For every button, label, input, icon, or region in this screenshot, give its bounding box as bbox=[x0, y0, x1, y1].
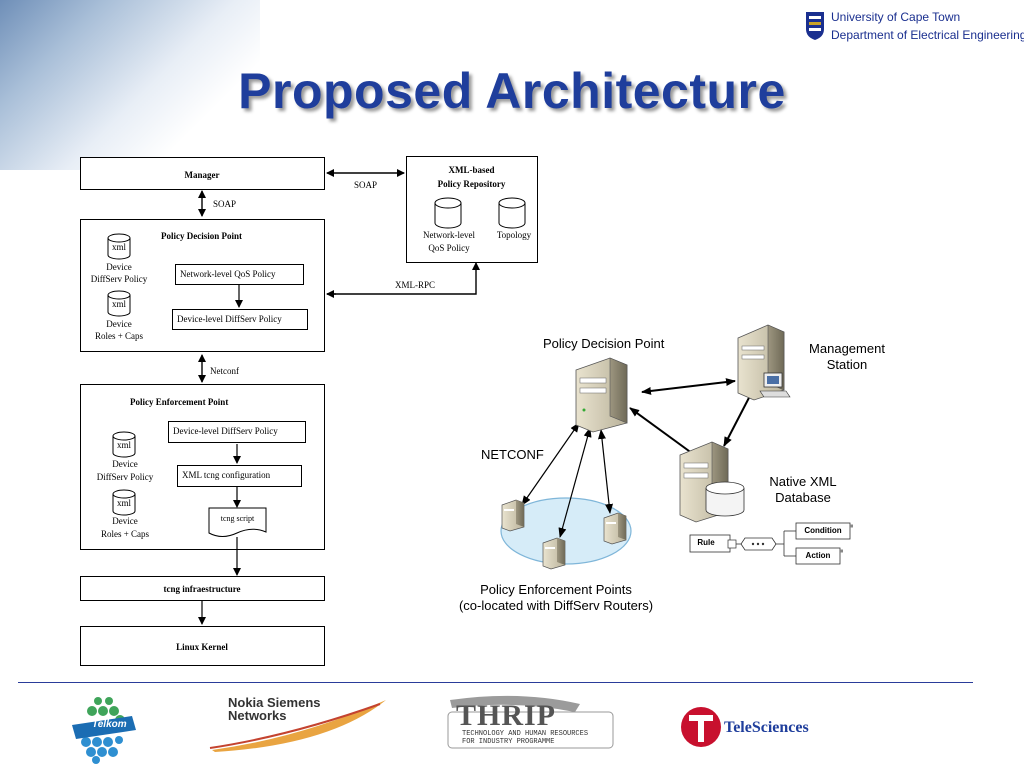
pdp-device-diffserv-box: Device-level DiffServ Policy bbox=[172, 309, 308, 330]
pep-db2-line2: Roles + Caps bbox=[100, 529, 150, 539]
nsn-line1: Nokia Siemens bbox=[228, 695, 321, 710]
repo-db2-label: Topology bbox=[496, 230, 532, 240]
pep-network-line1: Policy Enforcement Points bbox=[480, 582, 632, 597]
netconf-label: Netconf bbox=[210, 366, 239, 376]
schema-condition-label: Condition bbox=[804, 526, 842, 535]
pdp-db-roles-icon bbox=[107, 290, 131, 317]
thrip-logo-icon bbox=[447, 695, 614, 749]
nsn-line2: Networks bbox=[228, 708, 287, 723]
pep-db2-line1: Device bbox=[112, 516, 138, 526]
pdp-db2-line2: Roles + Caps bbox=[94, 331, 144, 341]
footer-divider bbox=[18, 682, 973, 683]
uct-crest-icon bbox=[806, 12, 824, 40]
pep-db1-line1: Device bbox=[112, 459, 138, 469]
pep-router-1-icon bbox=[501, 499, 525, 532]
tcng-script-label: tcng script bbox=[220, 514, 255, 523]
xml-db-line1: Native XML bbox=[769, 474, 837, 489]
page-title: Proposed Architecture bbox=[238, 63, 786, 119]
pdp-db2-tag: xml bbox=[111, 299, 126, 309]
tcng-script-doc-icon bbox=[208, 507, 267, 537]
manager-box: Manager bbox=[80, 157, 325, 190]
policy-repository-box: XML-based Policy Repository Network-leve… bbox=[406, 156, 538, 263]
pep-db-roles-icon bbox=[112, 489, 136, 516]
pep-title: Policy Enforcement Point bbox=[130, 397, 229, 407]
mgmt-station-line2: Station bbox=[826, 357, 868, 372]
corner-gradient bbox=[0, 0, 260, 170]
pdp-title: Policy Decision Point bbox=[161, 231, 242, 241]
soap-horizontal-label: SOAP bbox=[354, 180, 378, 190]
management-station-icon bbox=[737, 324, 791, 401]
pdp-server-icon bbox=[575, 357, 628, 433]
linux-kernel-label: Linux Kernel bbox=[176, 642, 228, 652]
soap-vertical-label: SOAP bbox=[213, 199, 237, 209]
pep-db2-tag: xml bbox=[116, 498, 131, 508]
mgmt-station-line1: Management bbox=[809, 341, 885, 356]
pep-box: Policy Enforcement Point xml Device Diff… bbox=[80, 384, 325, 550]
linux-kernel-box: Linux Kernel bbox=[80, 626, 325, 666]
thrip-wordmark: THRIP bbox=[456, 699, 557, 732]
telesciences-label: TeleSciences bbox=[724, 719, 809, 736]
pep-router-2-icon bbox=[542, 537, 566, 570]
telkom-label: Telkom bbox=[92, 719, 127, 730]
netconf-network-label: NETCONF bbox=[481, 447, 544, 462]
pdp-network-label: Policy Decision Point bbox=[543, 336, 665, 351]
tcng-infra-box: tcng infraestructure bbox=[80, 576, 325, 601]
pep-xml-tcng-box: XML tcng configuration bbox=[177, 465, 302, 487]
pdp-network-qos-box: Network-level QoS Policy bbox=[175, 264, 304, 285]
pep-device-diffserv-box: Device-level DiffServ Policy bbox=[168, 421, 306, 443]
policy-schema-icon bbox=[689, 522, 853, 565]
schema-rule-label: Rule bbox=[697, 538, 715, 547]
tcng-infra-label: tcng infraestructure bbox=[163, 584, 241, 594]
telkom-logo-icon bbox=[72, 697, 136, 764]
pep-db-diffserv-icon bbox=[112, 431, 136, 458]
pdp-db-diffserv-icon bbox=[107, 233, 131, 260]
xml-database-server-icon bbox=[679, 441, 745, 523]
department-name: Department of Electrical Engineering bbox=[831, 28, 1024, 42]
repo-title-line1: XML-based bbox=[448, 165, 495, 175]
repo-title-line2: Policy Repository bbox=[437, 179, 506, 189]
pep-router-3-icon bbox=[603, 512, 627, 545]
repo-db1-line1: Network-level bbox=[423, 230, 475, 240]
pdp-db2-line1: Device bbox=[106, 319, 132, 329]
pdp-db1-line2: DiffServ Policy bbox=[90, 274, 148, 284]
schema-action-label: Action bbox=[805, 551, 831, 560]
org-name: University of Cape Town bbox=[831, 10, 961, 24]
pep-db1-line2: DiffServ Policy bbox=[96, 472, 154, 482]
pdp-db1-line1: Device bbox=[106, 262, 132, 272]
manager-label: Manager bbox=[184, 170, 220, 180]
pep-network-line2: (co-located with DiffServ Routers) bbox=[458, 598, 654, 613]
thrip-line1: TECHNOLOGY AND HUMAN RESOURCES bbox=[462, 730, 589, 738]
thrip-line2: FOR INDUSTRY PROGRAMME bbox=[462, 738, 555, 746]
xmlrpc-label: XML-RPC bbox=[395, 280, 436, 290]
nsn-swoosh-icon bbox=[209, 700, 386, 752]
repo-db1-line2: QoS Policy bbox=[428, 243, 470, 253]
repo-db-topology-icon bbox=[498, 197, 526, 229]
pdp-db1-tag: xml bbox=[111, 242, 126, 252]
pdp-box: Policy Decision Point xml Device DiffSer… bbox=[80, 219, 325, 352]
xml-db-line2: Database bbox=[775, 490, 831, 505]
telesciences-logo-icon bbox=[681, 707, 721, 747]
repo-db-network-qos-icon bbox=[434, 197, 462, 229]
pep-db1-tag: xml bbox=[116, 440, 131, 450]
